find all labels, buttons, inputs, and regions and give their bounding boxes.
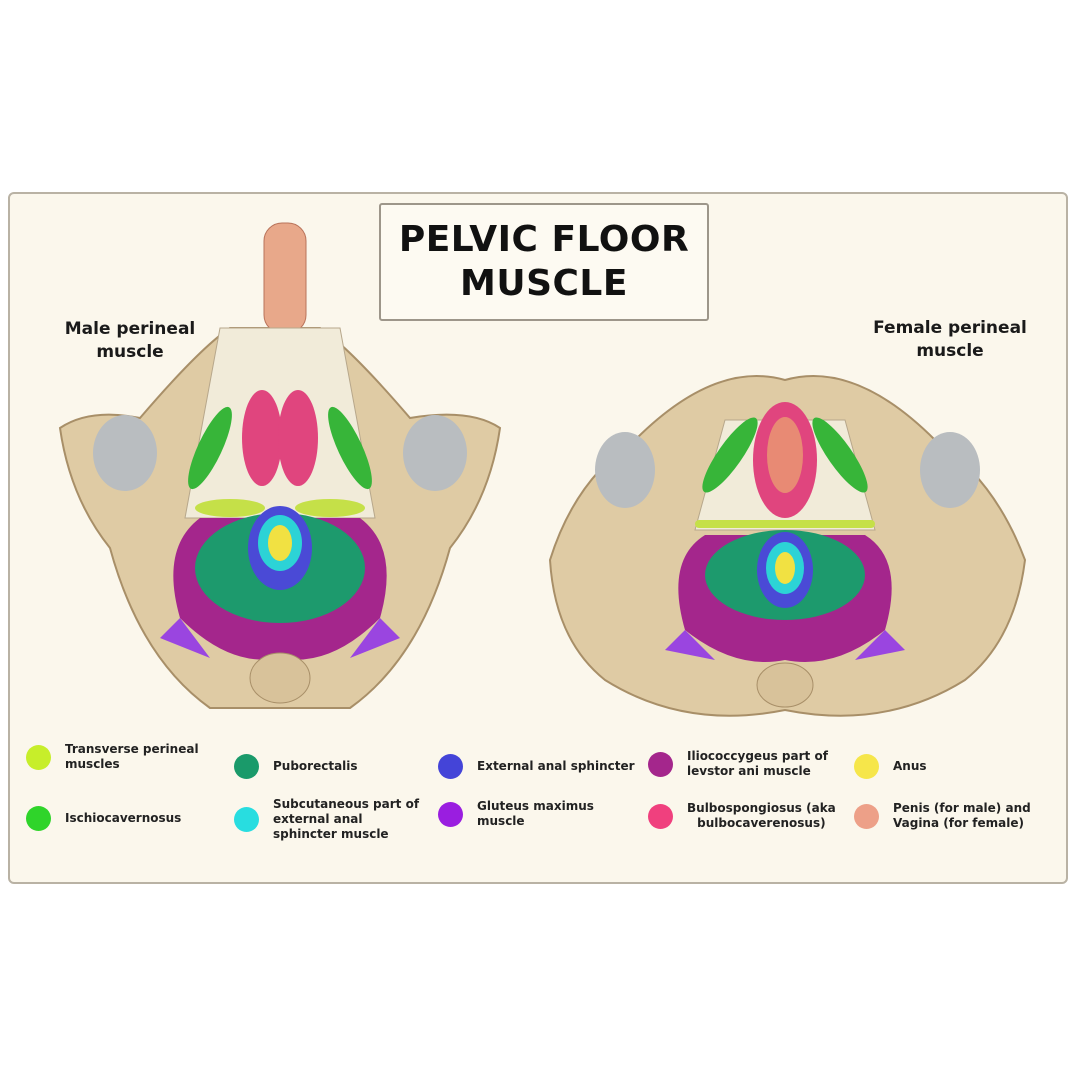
female-label: Female perineal muscle xyxy=(855,317,1045,363)
female-label-line-1: Female perineal xyxy=(873,318,1027,338)
male-label-line-2: muscle xyxy=(96,342,164,362)
title-line-1: PELVIC FLOOR xyxy=(398,219,690,260)
legend-swatch xyxy=(234,754,259,779)
female-pelvis-illustration xyxy=(548,375,1027,717)
legend-text: Subcutaneous part of xyxy=(273,797,420,811)
legend-swatch xyxy=(234,807,259,832)
legend-text: levstor ani muscle xyxy=(687,764,811,778)
title-box: PELVIC FLOOR MUSCLE xyxy=(379,203,709,321)
male-pelvis-illustration xyxy=(58,222,502,709)
legend-swatch xyxy=(438,801,463,827)
female-label-line-2: muscle xyxy=(916,341,984,361)
legend-text: bulbocaverenosus) xyxy=(697,816,826,830)
male-label-line-1: Male perineal xyxy=(64,319,196,339)
legend-swatch xyxy=(438,754,463,779)
legend-item-external-anal-sphincter: External anal sphincter xyxy=(438,754,635,779)
legend-text: Ischiocavernosus xyxy=(65,811,182,825)
legend-text: Vagina (for female) xyxy=(893,816,1024,830)
legend-text: Gluteus maximus xyxy=(477,799,594,813)
male-label: Male perineal muscle xyxy=(50,318,210,364)
legend-item-anus: Anus xyxy=(854,754,927,779)
legend-swatch xyxy=(26,806,51,831)
legend-item-ischiocavernosus: Ischiocavernosus xyxy=(26,806,181,831)
legend-text: muscles xyxy=(65,757,120,771)
legend-swatch xyxy=(854,803,879,829)
legend-text: Anus xyxy=(893,759,927,773)
legend-item-puborectalis: Puborectalis xyxy=(234,754,358,779)
legend-text: External anal sphincter xyxy=(477,759,635,773)
legend-swatch xyxy=(648,803,673,829)
legend-text: Transverse perineal xyxy=(65,742,199,756)
title-line-2: MUSCLE xyxy=(460,263,628,304)
legend-text: sphincter muscle xyxy=(273,827,389,841)
legend-swatch xyxy=(26,744,51,770)
legend-swatch xyxy=(648,751,673,777)
legend-swatch xyxy=(854,754,879,779)
legend-text: external anal xyxy=(273,812,363,826)
legend-text: Penis (for male) and xyxy=(893,801,1031,815)
legend-text: muscle xyxy=(477,814,525,828)
legend-text: Iliococcygeus part of xyxy=(687,749,828,763)
legend-text: Bulbospongiosus (aka xyxy=(687,801,836,815)
legend-text: Puborectalis xyxy=(273,759,358,773)
